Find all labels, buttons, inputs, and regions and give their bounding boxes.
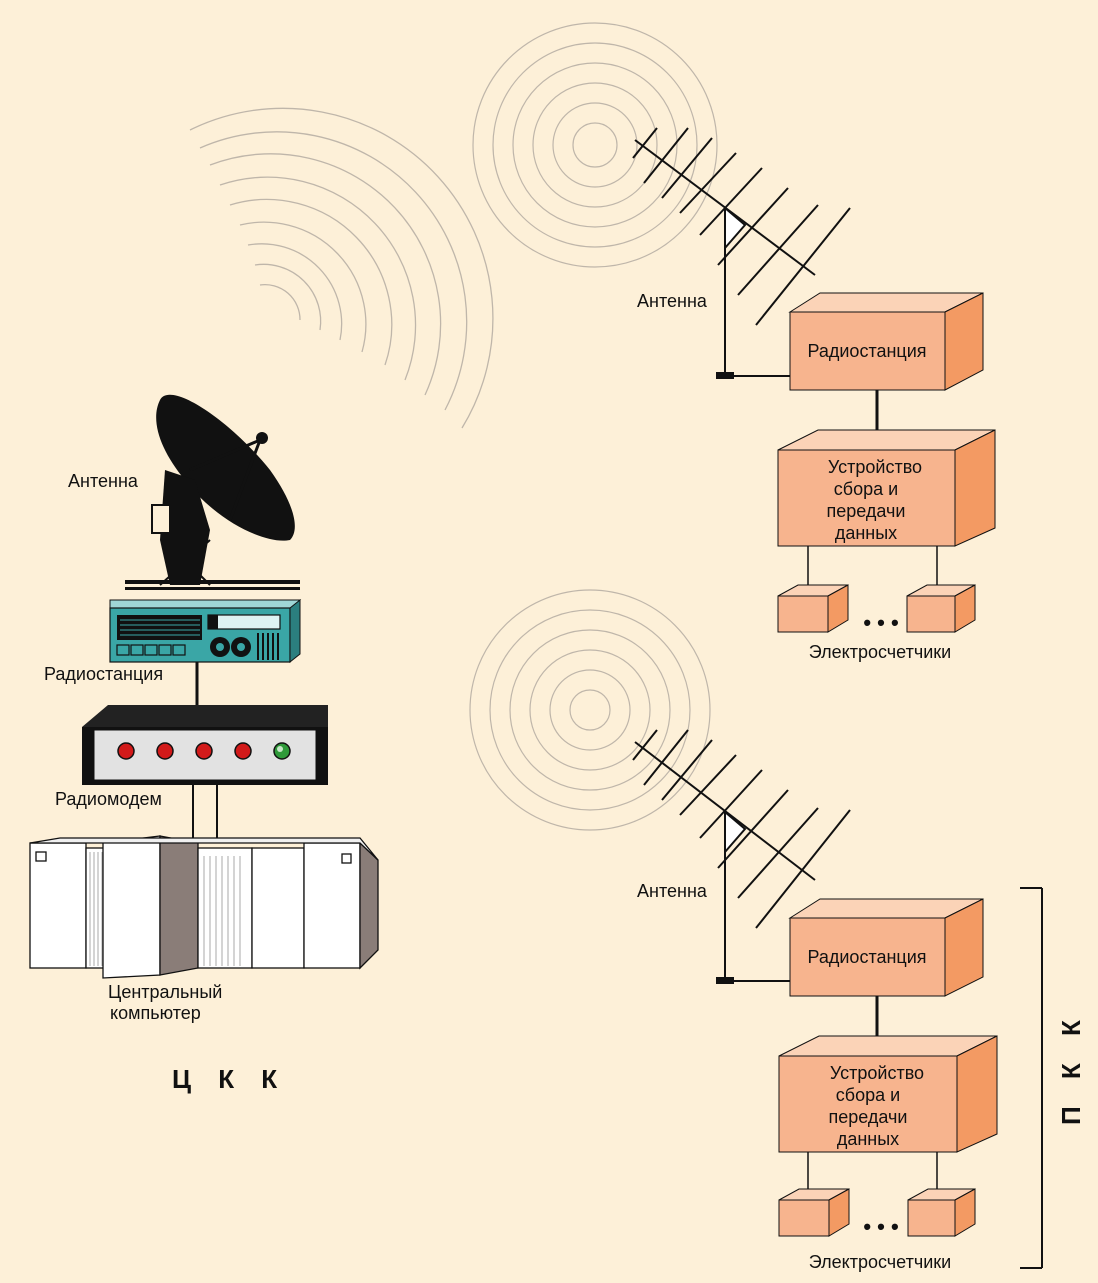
yagi-antenna-icon — [632, 127, 851, 379]
waves-site-2 — [469, 589, 711, 831]
radiomodem-icon — [82, 705, 328, 785]
yagi-antenna-icon — [632, 729, 851, 984]
site-2: Антенна Радиостанция Устройство сбора и … — [632, 729, 998, 1272]
site-2-radio-label: Радиостанция — [807, 947, 926, 967]
site-1-device-box — [777, 429, 996, 547]
dish-antenna-icon — [125, 394, 300, 590]
site-1-radio-label: Радиостанция — [807, 341, 926, 361]
site-2-device-box — [778, 1035, 998, 1153]
pkk-bracket — [1020, 887, 1043, 1269]
central-radio-icon — [109, 598, 302, 664]
site-2-device-line1: Устройство — [830, 1063, 924, 1083]
modem-label: Радиомодем — [55, 789, 162, 809]
waves-central — [189, 107, 494, 429]
waves-site-1 — [472, 22, 718, 268]
site-2-meters-label: Электросчетчики — [809, 1252, 951, 1272]
central-computer-icon — [29, 835, 379, 979]
site-2-meter-right — [907, 1188, 976, 1237]
site-1-antenna-label: Антенна — [637, 291, 708, 311]
site-1-meter-left — [777, 584, 849, 633]
site-2-antenna-label: Антенна — [637, 881, 708, 901]
site-2-dots: • • • — [863, 1214, 898, 1239]
site-1: Антенна Радиостанция Устройство сбора и … — [632, 127, 996, 662]
central-radio-label: Радиостанция — [44, 664, 163, 684]
site-2-device-line2: сбора и — [836, 1085, 900, 1105]
computer-label-line1: Центральный — [108, 982, 222, 1002]
site-2-meter-left — [778, 1188, 850, 1237]
site-2-radio-box — [788, 898, 984, 997]
site-1-device-line4: данных — [835, 523, 897, 543]
computer-label-line2: компьютер — [110, 1003, 201, 1023]
site-1-meter-right — [906, 584, 976, 633]
site-1-dots: • • • — [863, 610, 898, 635]
site-1-meters-label: Электросчетчики — [809, 642, 951, 662]
pkk-label: П К К — [1056, 1010, 1086, 1125]
site-1-radio-box — [788, 292, 984, 391]
site-1-device-line3: передачи — [827, 501, 906, 521]
central-antenna-label: Антенна — [68, 471, 139, 491]
site-1-device-line2: сбора и — [834, 479, 898, 499]
site-1-device-line1: Устройство — [828, 457, 922, 477]
ckk-label: Ц К К — [172, 1064, 287, 1094]
site-2-device-line3: передачи — [829, 1107, 908, 1127]
site-2-device-line4: данных — [837, 1129, 899, 1149]
